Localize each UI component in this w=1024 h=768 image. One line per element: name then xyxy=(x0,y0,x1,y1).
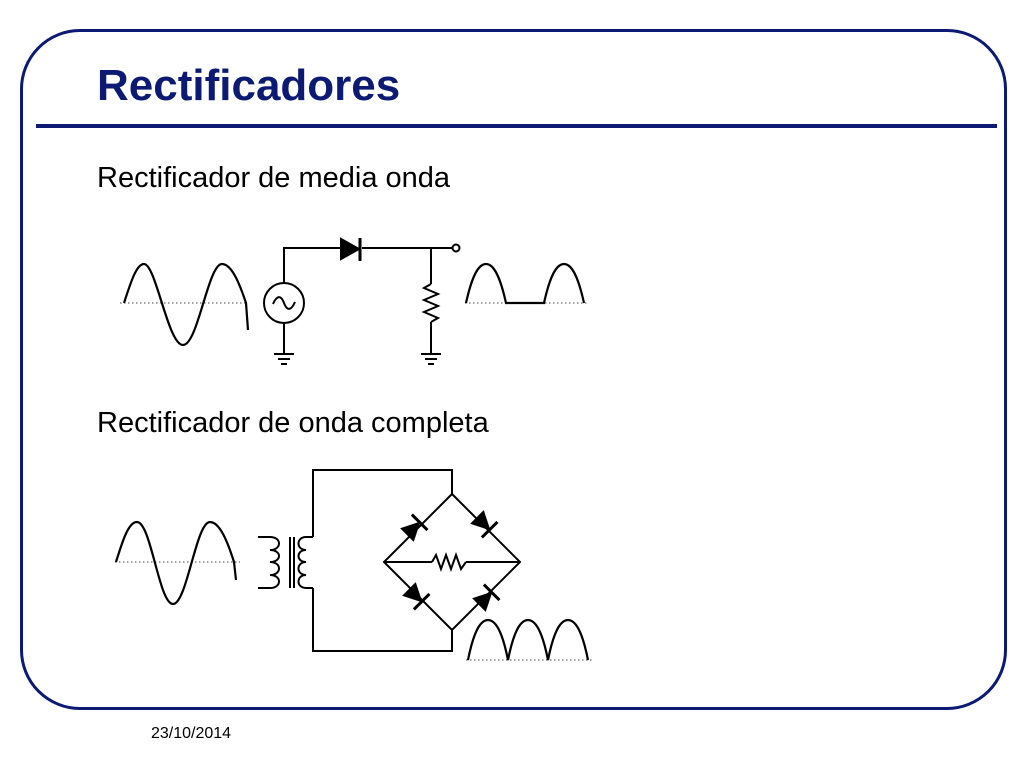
ground-icon xyxy=(274,353,294,365)
resistor-icon xyxy=(421,283,441,323)
half-wave-heading: Rectificador de media onda xyxy=(97,162,451,194)
diode-icon xyxy=(472,583,501,612)
half-wave-input-wave xyxy=(120,262,250,347)
diode-icon xyxy=(470,510,499,539)
title-divider xyxy=(36,124,997,128)
ground-icon xyxy=(421,353,441,365)
diode-icon xyxy=(400,513,429,542)
full-wave-heading: Rectificador de onda completa xyxy=(97,407,489,439)
slide-frame xyxy=(20,29,1007,710)
footer-date: 23/10/2014 xyxy=(151,725,232,742)
full-wave-output-wave xyxy=(466,618,592,661)
diode-icon xyxy=(402,582,431,611)
transformer-icon xyxy=(258,536,313,589)
resistor-icon xyxy=(431,552,467,572)
full-wave-circuit xyxy=(312,469,522,652)
slide-title: Rectificadores xyxy=(97,61,401,110)
diode-icon xyxy=(340,237,362,261)
half-wave-output-wave xyxy=(464,262,588,305)
half-wave-circuit xyxy=(263,237,461,365)
full-wave-input-wave xyxy=(114,520,240,606)
